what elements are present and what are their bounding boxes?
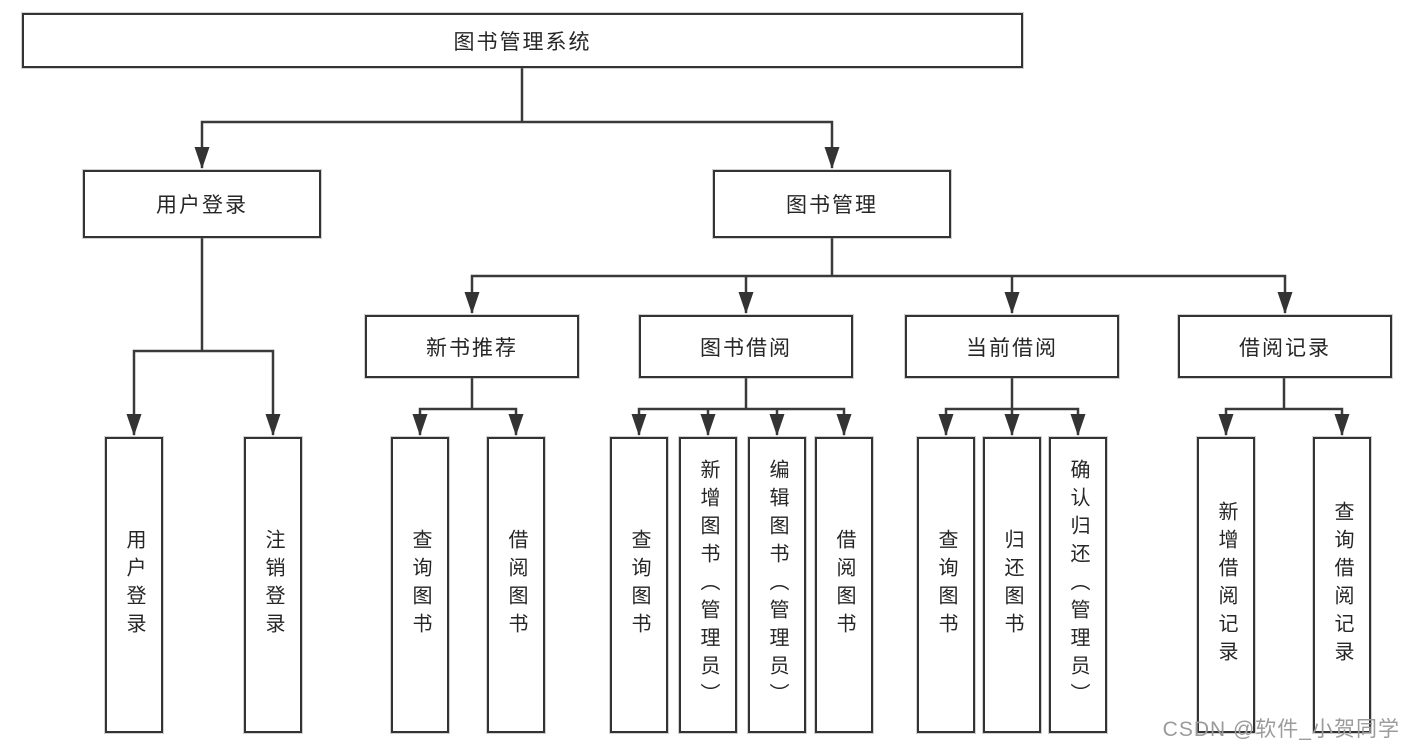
arrowhead-icon bbox=[1070, 414, 1086, 436]
connector-new-book-rec-children bbox=[412, 378, 524, 436]
connector-current-borrow-children bbox=[938, 378, 1086, 436]
node-library-management-system: 图书管理系统 bbox=[22, 13, 1023, 68]
leaf-label: 借阅图书 bbox=[505, 529, 527, 641]
connector-borrow-records-children bbox=[1218, 378, 1350, 436]
arrowhead-icon bbox=[265, 414, 281, 436]
watermark: CSDN @软件_小贺同学 bbox=[1162, 718, 1400, 741]
connector-line bbox=[200, 120, 834, 168]
leaf-query-books: 查询图书 bbox=[610, 437, 668, 733]
arrowhead-icon bbox=[464, 292, 480, 314]
connector-user-login-children bbox=[126, 238, 281, 436]
node-user-login: 用户登录 bbox=[83, 170, 321, 238]
arrowhead-icon bbox=[824, 147, 840, 169]
connector-line bbox=[470, 274, 1287, 313]
leaf-label: 新增图书（管理员） bbox=[697, 459, 719, 711]
arrowhead-icon bbox=[938, 414, 954, 436]
leaf-label: 查询图书 bbox=[409, 529, 431, 641]
leaf-label: 注销登录 bbox=[262, 529, 284, 641]
arrowhead-icon bbox=[738, 292, 754, 314]
leaf-label: 借阅图书 bbox=[833, 529, 855, 641]
leaf-label: 查询图书 bbox=[628, 529, 650, 641]
arrowhead-icon bbox=[1334, 414, 1350, 436]
leaf-return-books: 归还图书 bbox=[983, 437, 1041, 733]
arrowhead-icon bbox=[836, 414, 852, 436]
arrowhead-icon bbox=[1277, 292, 1293, 314]
leaf-borrow-books: 借阅图书 bbox=[815, 437, 873, 733]
connector-book-borrow-children bbox=[631, 378, 852, 436]
leaf-query-borrow-record: 查询借阅记录 bbox=[1313, 437, 1371, 733]
leaf-user-login: 用户登录 bbox=[105, 437, 163, 733]
leaf-label: 用户登录 bbox=[123, 529, 145, 641]
arrowhead-icon bbox=[769, 414, 785, 436]
arrowhead-icon bbox=[1004, 292, 1020, 314]
leaf-query-books: 查询图书 bbox=[917, 437, 975, 733]
leaf-label: 查询借阅记录 bbox=[1331, 501, 1353, 669]
connector-line bbox=[1224, 407, 1344, 435]
arrowhead-icon bbox=[1218, 414, 1234, 436]
leaf-query-books: 查询图书 bbox=[391, 437, 449, 733]
leaf-logout: 注销登录 bbox=[244, 437, 302, 733]
leaf-edit-books-admin: 编辑图书（管理员） bbox=[748, 437, 806, 733]
leaf-add-books-admin: 新增图书（管理员） bbox=[679, 437, 737, 733]
arrowhead-icon bbox=[508, 414, 524, 436]
arrowhead-icon bbox=[1004, 414, 1020, 436]
leaf-label: 归还图书 bbox=[1001, 529, 1023, 641]
node-current-borrowing: 当前借阅 bbox=[905, 315, 1119, 378]
arrowhead-icon bbox=[412, 414, 428, 436]
connector-line bbox=[132, 349, 275, 435]
connector-line bbox=[418, 407, 518, 435]
leaf-label: 查询图书 bbox=[935, 529, 957, 641]
leaf-label: 新增借阅记录 bbox=[1215, 501, 1237, 669]
arrowhead-icon bbox=[194, 147, 210, 169]
node-borrowing-records: 借阅记录 bbox=[1178, 315, 1392, 378]
arrowhead-icon bbox=[631, 414, 647, 436]
connector-line bbox=[637, 407, 846, 435]
arrowhead-icon bbox=[700, 414, 716, 436]
node-new-book-recommendation: 新书推荐 bbox=[365, 315, 579, 378]
leaf-borrow-books: 借阅图书 bbox=[487, 437, 545, 733]
connector-book-mgmt-children bbox=[464, 238, 1293, 314]
leaf-add-borrow-record: 新增借阅记录 bbox=[1197, 437, 1255, 733]
node-book-borrowing: 图书借阅 bbox=[639, 315, 853, 378]
node-book-management: 图书管理 bbox=[713, 170, 951, 238]
leaf-label: 编辑图书（管理员） bbox=[766, 459, 788, 711]
leaf-confirm-return-admin: 确认归还（管理员） bbox=[1049, 437, 1107, 733]
connector-root-to-level2 bbox=[194, 68, 840, 169]
leaf-label: 确认归还（管理员） bbox=[1067, 459, 1089, 711]
arrowhead-icon bbox=[126, 414, 142, 436]
